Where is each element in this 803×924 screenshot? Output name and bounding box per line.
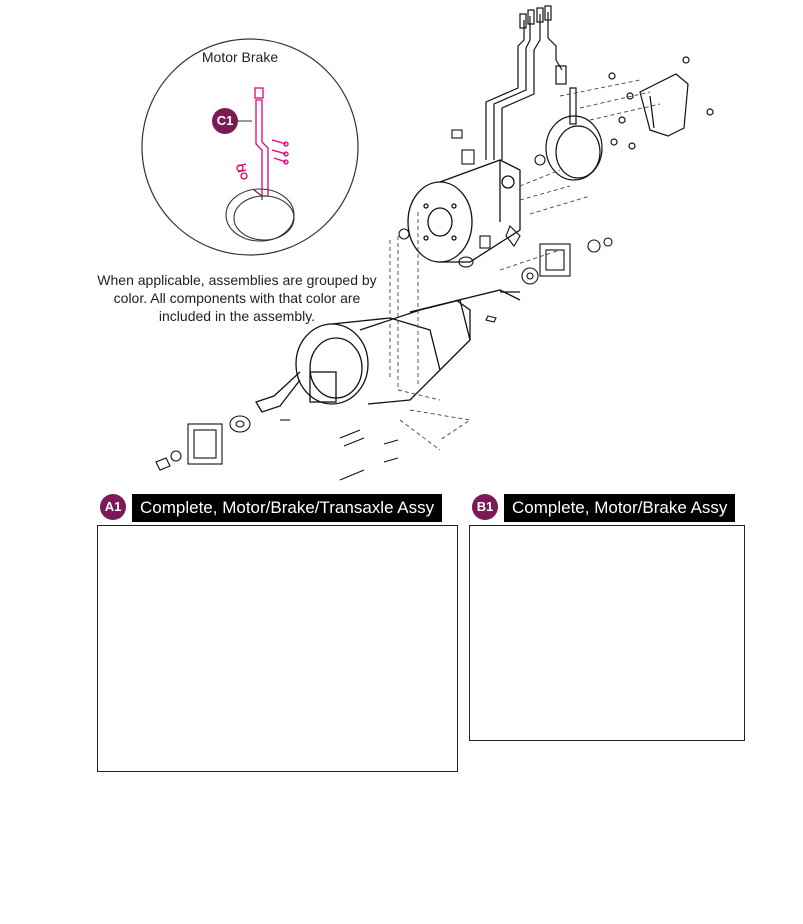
wire-harness-top: [485, 5, 577, 160]
panel-a1: A1 Complete, Motor/Brake/Transaxle Assy: [97, 491, 458, 772]
exploded-guides: [389, 79, 661, 451]
brake-assembly-top: [545, 56, 714, 181]
callout-badge: C1: [212, 108, 238, 134]
callout-title: Motor Brake: [201, 49, 279, 65]
brake-disc-callout: [225, 188, 295, 242]
panel-b1-title: Complete, Motor/Brake Assy: [504, 494, 736, 522]
transaxle-top: [255, 289, 521, 413]
panel-b1-frame: [469, 525, 745, 741]
panel-b1: B1 Complete, Motor/Brake Assy: [469, 491, 745, 741]
callout-circle: [141, 38, 359, 256]
motor-brake-callout-art: [236, 87, 289, 197]
motor-body-top: [407, 159, 521, 263]
panel-b1-badge: B1: [472, 494, 498, 520]
small-parts-top: [398, 129, 613, 285]
small-parts-left: [155, 315, 497, 481]
color-grouping-note: When applicable, assemblies are grouped …: [97, 272, 377, 324]
panel-a1-title: Complete, Motor/Brake/Transaxle Assy: [132, 494, 443, 522]
panel-a1-frame: [97, 525, 458, 772]
panel-a1-badge: A1: [100, 494, 126, 520]
